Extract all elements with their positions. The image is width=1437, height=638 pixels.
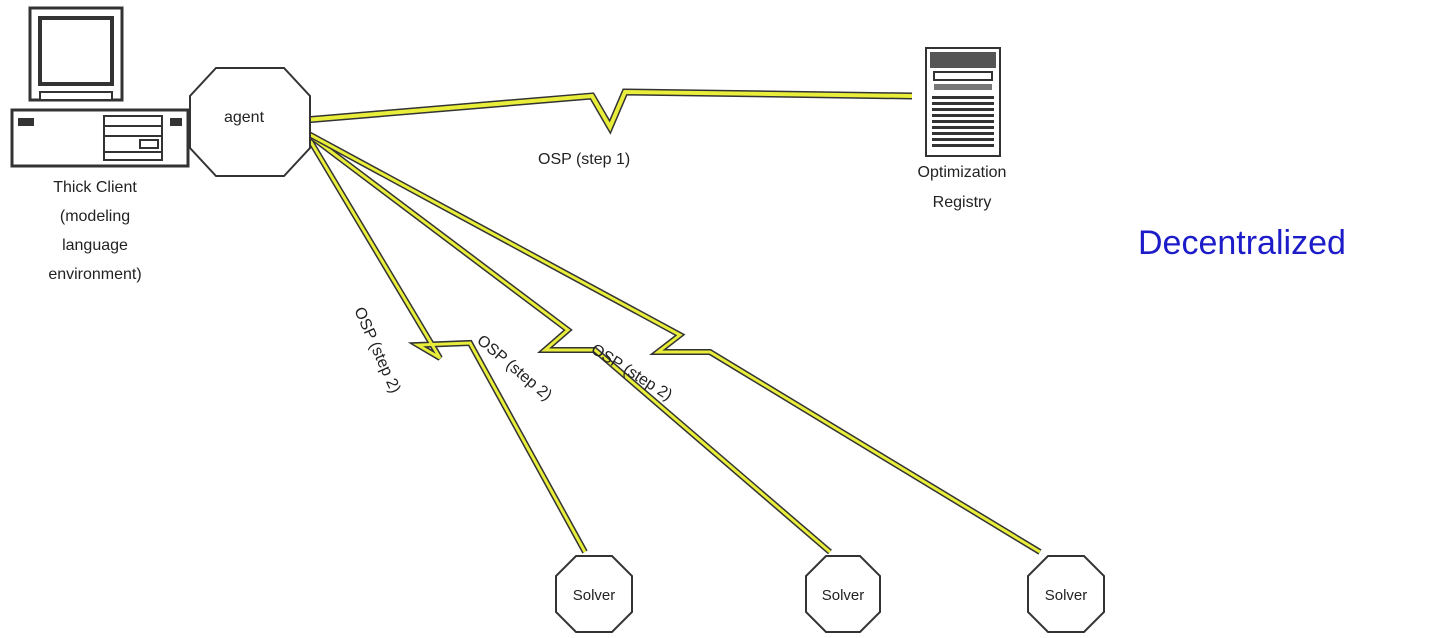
agent-label: agent <box>224 109 265 126</box>
client-label: Thick Client (modeling language environm… <box>48 179 141 283</box>
client-label-line-4: environment) <box>48 266 141 283</box>
solver-node-1: Solver <box>555 555 633 633</box>
link-agent-solver-1 <box>302 130 588 554</box>
link-agent-solver-2 <box>303 129 832 555</box>
solver-label-1: Solver <box>573 587 616 604</box>
registry-label-line-2: Registry <box>933 194 992 211</box>
solver-node-3: Solver <box>1027 555 1105 633</box>
client-label-line-3: language <box>62 237 128 254</box>
link-bolt-highlight <box>304 89 913 132</box>
desktop-computer-icon <box>10 6 190 168</box>
diagram-title: Decentralized <box>1138 224 1346 262</box>
link-agent-solver-3 <box>303 129 1042 555</box>
solver-label-2: Solver <box>822 587 865 604</box>
registry-label-line-1: Optimization <box>918 164 1007 181</box>
client-label-line-1: Thick Client <box>53 179 137 196</box>
link-label-step1: OSP (step 1) <box>538 151 630 168</box>
agent-node: agent <box>189 67 311 177</box>
solver-label-3: Solver <box>1045 587 1088 604</box>
server-tower-icon <box>925 47 1001 157</box>
registry-label: Optimization Registry <box>918 164 1007 211</box>
link-agent-registry <box>304 88 913 135</box>
link-label-step2-a: OSP (step 2) <box>350 305 403 396</box>
client-label-line-2: (modeling <box>60 208 130 225</box>
solver-node-2: Solver <box>805 555 881 633</box>
